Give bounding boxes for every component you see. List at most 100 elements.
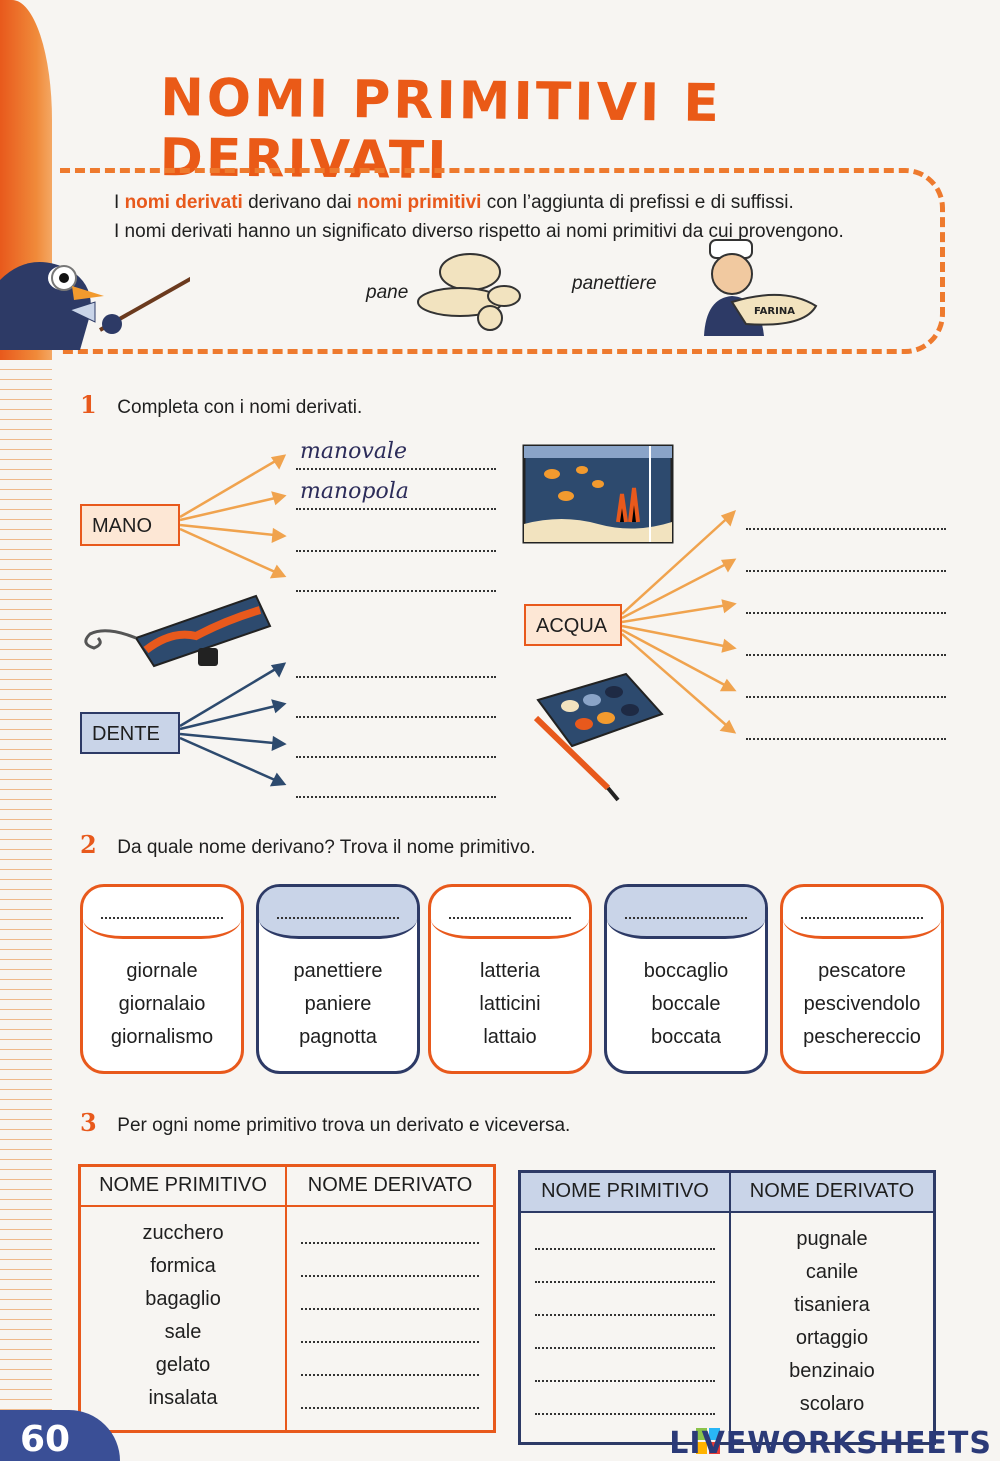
card-word: boccale <box>651 993 721 1015</box>
penguin-teacher-illustration <box>0 262 190 350</box>
arrow-head <box>719 678 737 692</box>
answer-line[interactable] <box>301 1244 479 1277</box>
answer-line[interactable] <box>301 1376 479 1409</box>
word-box-acqua: ACQUA <box>524 604 622 646</box>
answer-line[interactable] <box>301 1310 479 1343</box>
arrow-head <box>719 719 737 734</box>
exercise-number: 3 <box>80 1108 97 1137</box>
answer-line[interactable]: manovale <box>296 436 496 470</box>
rule-text: I nomi derivati derivano dai nomi primit… <box>114 188 924 246</box>
card-word-list: panettiere paniere pagnotta <box>259 939 417 1054</box>
card-word: giornale <box>126 960 198 982</box>
page-number: 60 <box>0 1410 120 1461</box>
answer-line[interactable] <box>301 1343 479 1376</box>
exercise-instruction: Per ogni nome primitivo trova un derivat… <box>117 1115 571 1136</box>
answer-line[interactable] <box>535 1250 715 1283</box>
arrow <box>179 736 285 786</box>
answer-line[interactable] <box>296 518 496 552</box>
card-answer-tab[interactable] <box>607 887 765 939</box>
arrow <box>179 527 285 578</box>
answer-line[interactable] <box>535 1217 715 1250</box>
answer-line[interactable] <box>746 580 946 614</box>
card-word-list: pescatore pescivendolo peschereccio <box>783 939 941 1054</box>
primitive-noun: gelato <box>155 1353 211 1376</box>
answer-dots[interactable] <box>101 917 223 919</box>
derived-answer-column <box>285 1205 495 1432</box>
answer-line[interactable]: manopola <box>296 476 496 510</box>
card-word-list: boccaglio boccale boccata <box>607 939 765 1054</box>
aquarium-illustration <box>522 444 674 544</box>
arrow-head <box>720 558 737 573</box>
derived-column: pugnale canile tisaniera ortaggio benzin… <box>728 1211 935 1444</box>
derived-noun: pugnale <box>796 1227 868 1250</box>
answer-line[interactable] <box>746 706 946 740</box>
card-word: giornalismo <box>110 1026 214 1048</box>
column-header: NOME PRIMITIVO <box>78 1164 288 1207</box>
answer-line[interactable] <box>535 1283 715 1316</box>
arrow-head <box>269 772 287 787</box>
arrow-head <box>271 491 287 506</box>
card-word-list: giornale giornalaio giornalismo <box>83 939 241 1054</box>
answer-line[interactable] <box>301 1211 479 1244</box>
liveworksheets-logo-icon <box>696 1428 720 1454</box>
answer-line[interactable] <box>301 1277 479 1310</box>
arrow <box>179 494 285 522</box>
word-box-dente: DENTE <box>80 712 180 754</box>
derived-noun: tisaniera <box>794 1293 870 1316</box>
baker-illustration: FARINA <box>704 239 818 336</box>
answer-line[interactable] <box>746 622 946 656</box>
answer-line[interactable] <box>535 1316 715 1349</box>
exercise-3-header: 3 Per ogni nome primitivo trova un deriv… <box>80 1108 570 1137</box>
answer-dots[interactable] <box>277 917 399 919</box>
word-family-card: boccaglio boccale boccata <box>604 884 768 1074</box>
answer-dots[interactable] <box>801 917 923 919</box>
primitive-noun: bagaglio <box>145 1287 221 1310</box>
answer-line[interactable] <box>535 1349 715 1382</box>
card-answer-tab[interactable] <box>83 887 241 939</box>
example-primitive-word: pane <box>366 282 409 303</box>
answer-dots[interactable] <box>625 917 747 919</box>
card-word: panettiere <box>293 960 383 982</box>
arrow-head <box>269 564 287 579</box>
arrow-head <box>271 735 287 752</box>
word-family-card: giornale giornalaio giornalismo <box>80 884 244 1074</box>
derived-noun: scolaro <box>799 1392 865 1415</box>
card-word: latteria <box>479 960 541 982</box>
card-word: boccata <box>650 1026 722 1048</box>
toothpaste-illustration <box>84 594 272 668</box>
answer-dots[interactable] <box>449 917 571 919</box>
exercise-1-header: 1 Completa con i nomi derivati. <box>80 390 362 419</box>
card-answer-tab[interactable] <box>783 887 941 939</box>
arrow-head <box>721 638 737 653</box>
primitive-noun: insalata <box>148 1386 218 1409</box>
noun-table-left: NOME PRIMITIVO NOME DERIVATO zucchero fo… <box>78 1164 496 1433</box>
answer-line[interactable] <box>746 538 946 572</box>
notebook-lines <box>0 360 52 1420</box>
column-header: NOME DERIVATO <box>728 1170 936 1213</box>
exercise-instruction: Da quale nome derivano? Trova il nome pr… <box>117 837 536 858</box>
arrow <box>621 624 735 650</box>
card-answer-tab[interactable] <box>259 887 417 939</box>
noun-table-right: NOME PRIMITIVO NOME DERIVATO pugnale can… <box>518 1170 936 1445</box>
derived-noun: benzinaio <box>789 1359 875 1382</box>
answer-line[interactable] <box>296 724 496 758</box>
answer-line[interactable] <box>746 664 946 698</box>
answer-line[interactable] <box>296 644 496 678</box>
answer-line[interactable] <box>296 558 496 592</box>
arrow-head <box>720 509 737 527</box>
answer-line[interactable] <box>535 1382 715 1415</box>
arrow <box>621 602 735 624</box>
answer-line[interactable] <box>296 684 496 718</box>
bread-illustration <box>417 253 521 331</box>
answer-line[interactable] <box>296 764 496 798</box>
answer-line[interactable] <box>746 496 946 530</box>
arrow <box>179 523 285 538</box>
column-header: NOME PRIMITIVO <box>518 1170 731 1213</box>
card-word: peschereccio <box>803 1026 921 1048</box>
watercolor-palette-illustration <box>533 672 664 802</box>
exercise-2-header: 2 Da quale nome derivano? Trova il nome … <box>80 830 536 859</box>
exercise-number: 1 <box>80 390 97 419</box>
brand-watermark: LIVEWORKSHEETS <box>669 1426 992 1461</box>
primitive-noun: zucchero <box>142 1221 224 1244</box>
card-answer-tab[interactable] <box>431 887 589 939</box>
